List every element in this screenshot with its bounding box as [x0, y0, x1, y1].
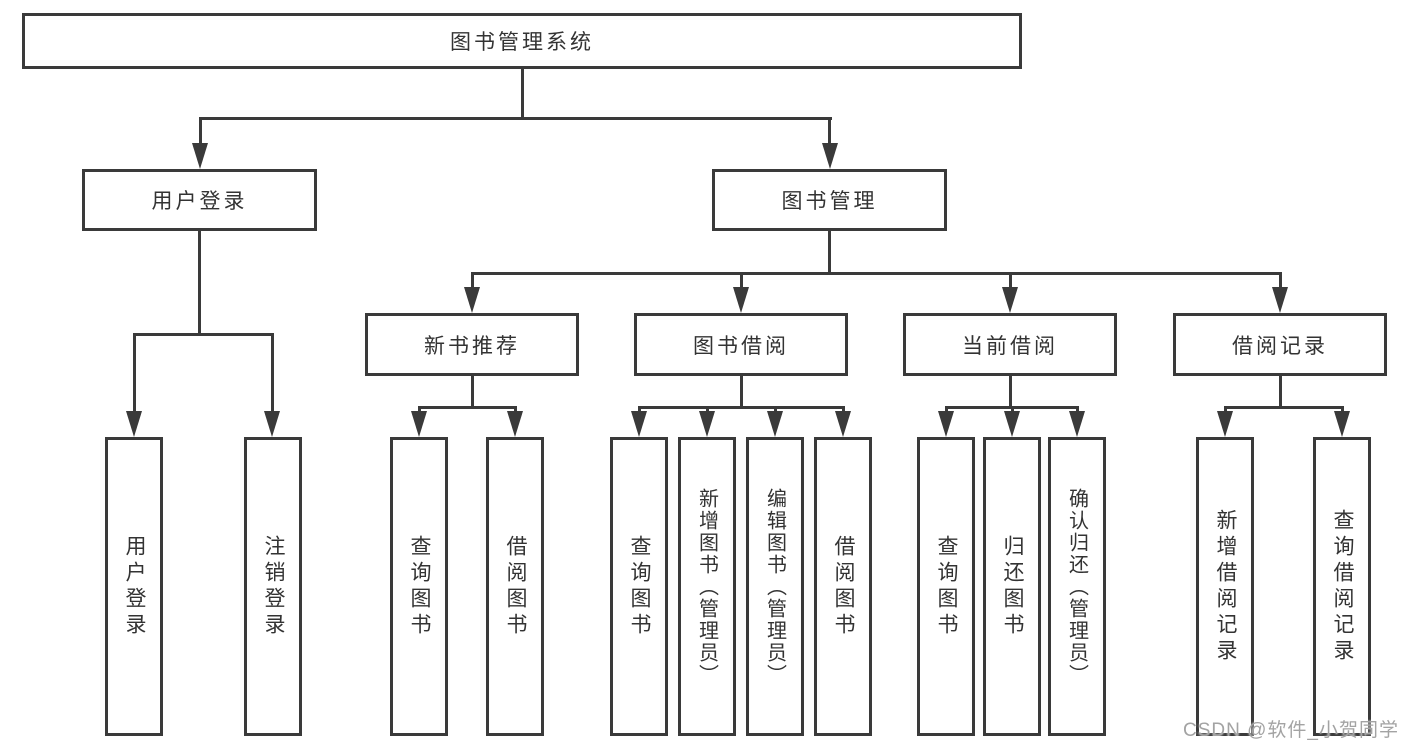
leaf-borrow-book: 借阅图书 [814, 437, 872, 736]
leaf-query-book: 查询图书 [917, 437, 975, 736]
connector-line [417, 406, 517, 409]
arrow-down-icon [1334, 411, 1350, 437]
leaf-add-borrow-record: 新增借阅记录 [1196, 437, 1254, 736]
connector-line [637, 406, 641, 411]
arrow-down-icon [507, 411, 523, 437]
arrow-down-icon [411, 411, 427, 437]
connector-line [513, 406, 517, 411]
node-book-management: 图书管理 [712, 169, 947, 231]
connector-line [841, 406, 845, 411]
leaf-edit-book-admin: 编辑图书（管理员） [746, 437, 804, 736]
connector-line [1223, 406, 1227, 411]
node-borrow-records: 借阅记录 [1173, 313, 1387, 376]
arrow-down-icon [1217, 411, 1233, 437]
node-new-book-recommend: 新书推荐 [365, 313, 579, 376]
leaf-return-book: 归还图书 [983, 437, 1041, 736]
connector-line [828, 231, 831, 272]
connector-line [1075, 406, 1079, 411]
arrow-down-icon [1004, 411, 1020, 437]
leaf-add-book-admin: 新增图书（管理员） [678, 437, 736, 736]
node-book-borrow: 图书借阅 [634, 313, 848, 376]
connector-line [270, 333, 274, 411]
connector-line [739, 376, 743, 406]
connector-line [132, 333, 136, 411]
connector-line [705, 406, 709, 411]
connector-line [1278, 376, 1282, 406]
connector-line [944, 406, 948, 411]
connector-line [470, 376, 474, 406]
arrow-down-icon [767, 411, 783, 437]
connector-line [417, 406, 421, 411]
arrow-down-icon [835, 411, 851, 437]
leaf-logout: 注销登录 [244, 437, 302, 736]
connector-line [773, 406, 777, 411]
connector-line [198, 231, 201, 333]
connector-line [1010, 406, 1014, 411]
connector-line [470, 272, 1282, 275]
connector-line [1008, 376, 1012, 406]
connector-line [1008, 272, 1012, 287]
connector-line [1340, 406, 1344, 411]
connector-line [1278, 272, 1282, 287]
connector-line [198, 117, 832, 120]
leaf-borrow-book: 借阅图书 [486, 437, 544, 736]
connector-line [470, 272, 474, 287]
arrow-down-icon [264, 411, 280, 437]
arrow-down-icon [192, 143, 208, 169]
arrow-down-icon [699, 411, 715, 437]
node-user-login: 用户登录 [82, 169, 317, 231]
arrow-down-icon [1272, 287, 1288, 313]
node-root: 图书管理系统 [22, 13, 1022, 69]
connector-line [637, 406, 845, 409]
arrow-down-icon [1069, 411, 1085, 437]
arrow-down-icon [821, 143, 838, 169]
connector-line [1223, 406, 1344, 409]
leaf-confirm-return-admin: 确认归还（管理员） [1048, 437, 1106, 736]
arrow-down-icon [126, 411, 142, 437]
node-current-borrow: 当前借阅 [903, 313, 1117, 376]
leaf-query-book: 查询图书 [610, 437, 668, 736]
arrow-down-icon [464, 287, 480, 313]
arrow-down-icon [938, 411, 954, 437]
connector-line [520, 69, 524, 117]
arrow-down-icon [631, 411, 647, 437]
arrow-down-icon [1002, 287, 1018, 313]
connector-line [198, 117, 202, 143]
leaf-query-book: 查询图书 [390, 437, 448, 736]
connector-line [132, 333, 274, 336]
connector-line [739, 272, 743, 287]
connector-line [828, 117, 831, 143]
leaf-user-login: 用户登录 [105, 437, 163, 736]
watermark: CSDN @软件_小贺同学 [1183, 720, 1399, 741]
leaf-query-borrow-record: 查询借阅记录 [1313, 437, 1371, 736]
arrow-down-icon [733, 287, 749, 313]
